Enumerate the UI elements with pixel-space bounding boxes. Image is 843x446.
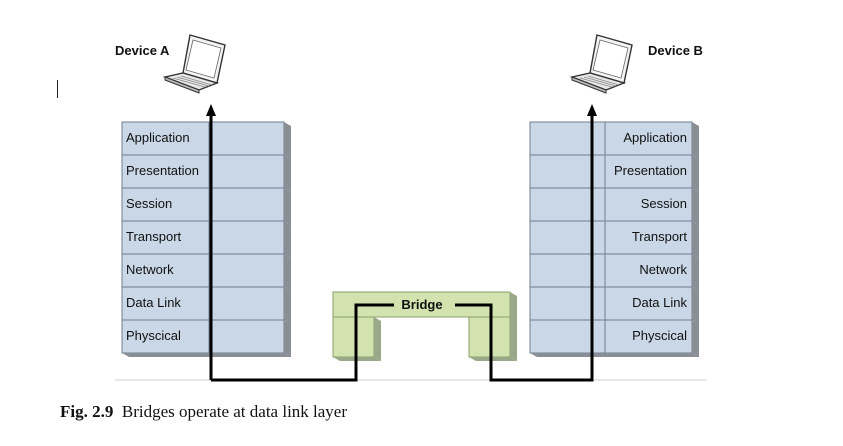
device-a-layer-label: Application xyxy=(126,130,190,145)
device-b-label: Device B xyxy=(648,43,703,58)
figure-number: Fig. 2.9 xyxy=(60,402,114,421)
device-a-layer-label: Physcical xyxy=(126,328,181,343)
device-b-layer-data-link: Data Link xyxy=(529,286,699,324)
device-a-layer-session: Session xyxy=(121,187,291,225)
text-cursor xyxy=(57,80,58,98)
device-b-layer-label: Application xyxy=(623,130,687,145)
arrow-up-b-icon xyxy=(587,104,597,116)
device-a-stack-shadow xyxy=(122,353,291,357)
laptop-b-icon xyxy=(569,34,633,94)
device-a-layer-transport: Transport xyxy=(121,220,291,258)
device-a-label: Device A xyxy=(115,43,170,58)
device-b-layer-session: Session xyxy=(529,187,699,225)
laptop-a-icon xyxy=(162,34,226,94)
device-a-layer-label: Network xyxy=(126,262,174,277)
device-b-layer-label: Presentation xyxy=(614,163,687,178)
device-a-layer-label: Session xyxy=(126,196,172,211)
device-a-layer-label: Data Link xyxy=(126,295,181,310)
device-b-layer-presentation: Presentation xyxy=(529,154,699,192)
device-a-layer-label: Presentation xyxy=(126,163,199,178)
arrow-up-a-icon xyxy=(206,104,216,116)
osi-stack-device-a: ApplicationPresentationSessionTransportN… xyxy=(121,121,291,357)
device-b-layer-transport: Transport xyxy=(529,220,699,258)
device-a-layer-data-link: Data Link xyxy=(121,286,291,324)
device-b-layer-label: Session xyxy=(641,196,687,211)
device-a-layer-presentation: Presentation xyxy=(121,154,291,192)
data-path-line xyxy=(209,112,594,382)
device-b-layer-label: Transport xyxy=(632,229,688,244)
device-b-layer-network: Network xyxy=(529,253,699,291)
device-a-layer-label: Transport xyxy=(126,229,182,244)
device-a-layer-physcical: Physcical xyxy=(121,319,291,357)
bridge-device: Bridge xyxy=(332,291,517,361)
device-b-layer-label: Data Link xyxy=(632,295,687,310)
device-b-layer-physcical: Physcical xyxy=(529,319,699,357)
osi-stack-device-b: ApplicationPresentationSessionTransportN… xyxy=(529,121,699,357)
device-a-layer-network: Network xyxy=(121,253,291,291)
device-b-layer-label: Network xyxy=(639,262,687,277)
device-b-layer-label: Physcical xyxy=(632,328,687,343)
figure-caption: Fig. 2.9 Bridges operate at data link la… xyxy=(60,402,347,422)
device-b-stack-shadow xyxy=(530,353,699,357)
bridge-label: Bridge xyxy=(401,297,442,312)
device-b-layer-application: Application xyxy=(529,121,699,159)
figure-caption-text: Bridges operate at data link layer xyxy=(121,402,348,421)
device-a-layer-application: Application xyxy=(121,121,291,159)
